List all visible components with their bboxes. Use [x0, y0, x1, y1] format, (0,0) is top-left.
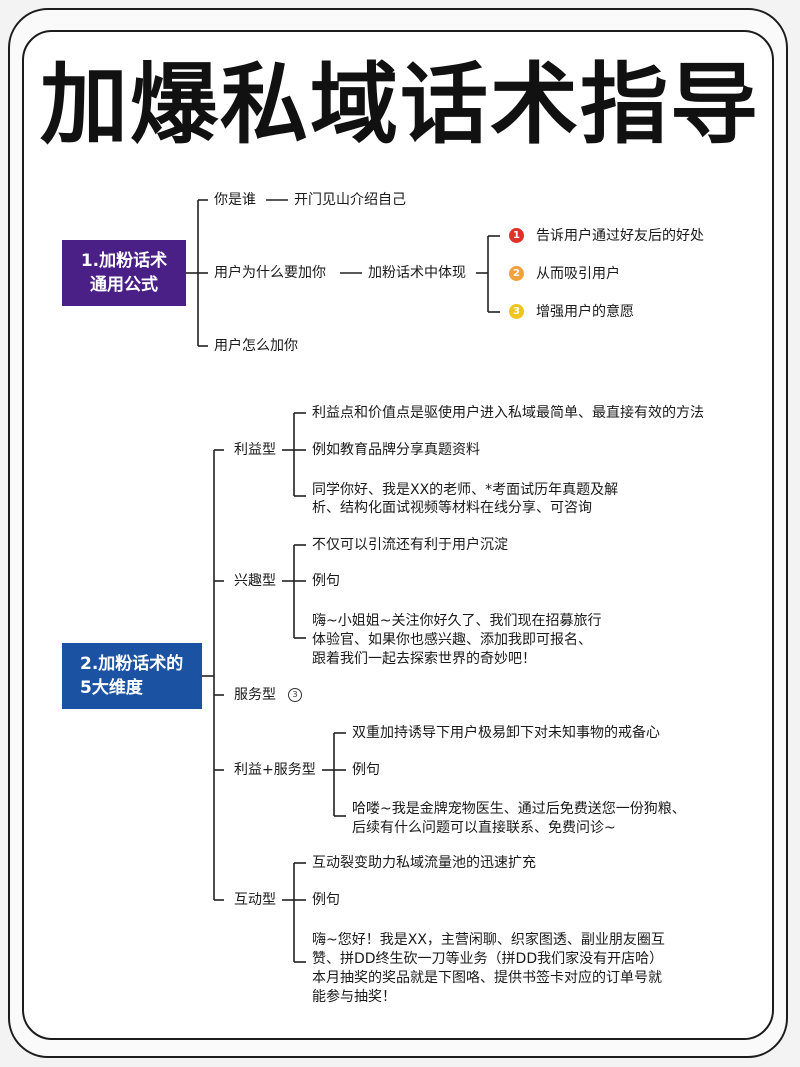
section1-box-line2: 通用公式 — [89, 275, 158, 295]
node-who: 你是谁 — [214, 192, 256, 208]
badge-3-icon: 3 — [509, 304, 524, 319]
section2-box: 2.加粉话术的 5大维度 — [62, 643, 202, 709]
badge-2-icon: 2 — [509, 266, 524, 281]
section1-box: 1.加粉话术 通用公式 — [62, 240, 186, 306]
inner-frame — [22, 30, 774, 1040]
type-label-service: 服务型 — [234, 687, 276, 703]
interest-item-1: 不仅可以引流还有利于用户沉淀 — [312, 537, 508, 553]
point-1: 告诉用户通过好友后的好处 — [536, 228, 704, 244]
type-label-interaction: 互动型 — [234, 892, 276, 908]
node-why: 用户为什么要加你 — [214, 265, 326, 281]
interaction-item-5: 本月抽奖的奖品就是下图咯、提供书签卡对应的订单号就 — [312, 970, 662, 986]
section2-box-line1: 2.加粉话术的 — [80, 654, 184, 674]
page-title: 加爆私域话术指导 — [39, 53, 760, 156]
benefit-item-4: 析、结构化面试视频等材料在线分享、可咨询 — [312, 500, 592, 516]
type-label-benefit: 利益型 — [234, 442, 276, 458]
benefit-item-2: 例如教育品牌分享真题资料 — [312, 442, 480, 458]
node-why-detail: 加粉话术中体现 — [368, 265, 466, 281]
interaction-item-6: 能参与抽奖！ — [312, 989, 396, 1005]
benefit-item-1: 利益点和价值点是驱使用户进入私域最简单、最直接有效的方法 — [312, 405, 704, 421]
benefit-item-3: 同学你好、我是XX的老师、*考面试历年真题及解 — [312, 482, 619, 498]
benefit-service-item-2: 例句 — [352, 762, 380, 778]
node-who-detail: 开门见山介绍自己 — [294, 192, 406, 208]
section1-box-line1: 1.加粉话术 — [80, 251, 168, 271]
interaction-item-3: 嗨~您好！我是XX，主营闲聊、织家图透、副业朋友圈互 — [312, 932, 665, 948]
interest-item-4: 体验官、如果你也感兴趣、添加我即可报名、 — [312, 632, 592, 648]
section2-box-line2: 5大维度 — [80, 678, 143, 698]
interest-item-3: 嗨~小姐姐~关注你好久了、我们现在招募旅行 — [312, 613, 602, 629]
benefit-service-item-1: 双重加持诱导下用户极易卸下对未知事物的戒备心 — [352, 725, 660, 741]
type-label-interest: 兴趣型 — [234, 573, 276, 589]
node-how: 用户怎么加你 — [214, 338, 298, 354]
benefit-service-item-4: 后续有什么问题可以直接联系、免费问诊~ — [352, 820, 616, 836]
interaction-item-1: 互动裂变助力私域流量池的迅速扩充 — [312, 855, 536, 871]
badge-1-icon: 1 — [509, 228, 524, 243]
interest-item-5: 跟着我们一起去探索世界的奇妙吧！ — [312, 651, 536, 667]
interaction-item-4: 赞、拼DD终生砍一刀等业务（拼DD我们家没有开店哈） — [312, 951, 664, 967]
point-2: 从而吸引用户 — [536, 266, 620, 282]
circle-3-icon: 3 — [288, 688, 302, 702]
type-label-benefit-service: 利益+服务型 — [234, 762, 316, 778]
interest-item-2: 例句 — [312, 573, 340, 589]
benefit-service-item-3: 哈喽~我是金牌宠物医生、通过后免费送您一份狗粮、 — [352, 801, 686, 817]
interaction-item-2: 例句 — [312, 892, 340, 908]
point-3: 增强用户的意愿 — [536, 304, 634, 320]
